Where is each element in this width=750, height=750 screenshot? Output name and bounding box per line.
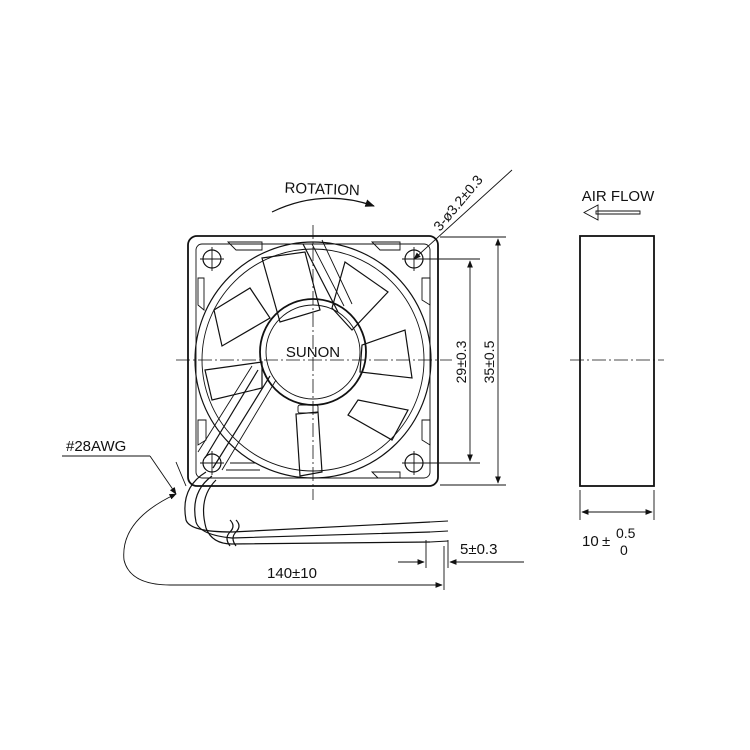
fan-blade <box>359 329 413 379</box>
thickness-plus-minus: ± <box>602 533 610 550</box>
lead-length-label: 140±10 <box>267 565 317 582</box>
rotation-arrow-icon <box>271 197 375 213</box>
airflow-arrow-icon <box>583 204 641 221</box>
fan-blades <box>204 251 413 477</box>
lead-length-dimension: 140±10 <box>123 461 445 590</box>
hole-callout-label: 3-ø3.2±0.3 <box>430 172 486 234</box>
rotation-label: ROTATION <box>284 180 360 200</box>
vertical-dimensions: 29±0.3 35±0.5 <box>424 236 506 486</box>
fan-blade <box>331 261 389 331</box>
fan-blade <box>204 361 263 401</box>
fan-blade <box>213 287 271 347</box>
fan-blade <box>261 251 321 323</box>
side-view: AIR FLOW 10 ± 0.5 0 <box>570 188 664 558</box>
thickness-lower-tolerance: 0 <box>620 542 628 558</box>
fan-side-profile <box>579 235 655 487</box>
thickness-base: 10 <box>582 533 599 550</box>
front-view: SUNON <box>176 225 452 500</box>
thickness-dimension: 10 ± 0.5 0 <box>582 525 636 558</box>
wire-gauge-callout: #28AWG <box>62 438 177 495</box>
fan-blade <box>295 411 323 477</box>
hole-spacing-dimension: 29±0.3 <box>453 340 469 383</box>
frame-size-dimension: 35±0.5 <box>481 340 497 383</box>
lead-wires <box>184 471 449 547</box>
fan-blade <box>347 399 409 441</box>
wire-gauge-label: #28AWG <box>66 438 126 455</box>
mounting-holes <box>200 247 426 475</box>
thickness-upper-tolerance: 0.5 <box>616 525 636 541</box>
strip-length-dimension: 5±0.3 <box>398 540 524 568</box>
rotation-indicator: ROTATION <box>271 180 375 213</box>
airflow-label: AIR FLOW <box>582 188 655 205</box>
strip-length-label: 5±0.3 <box>460 541 497 558</box>
wire-rib <box>197 365 277 471</box>
hole-callout: 3-ø3.2±0.3 <box>413 169 513 260</box>
